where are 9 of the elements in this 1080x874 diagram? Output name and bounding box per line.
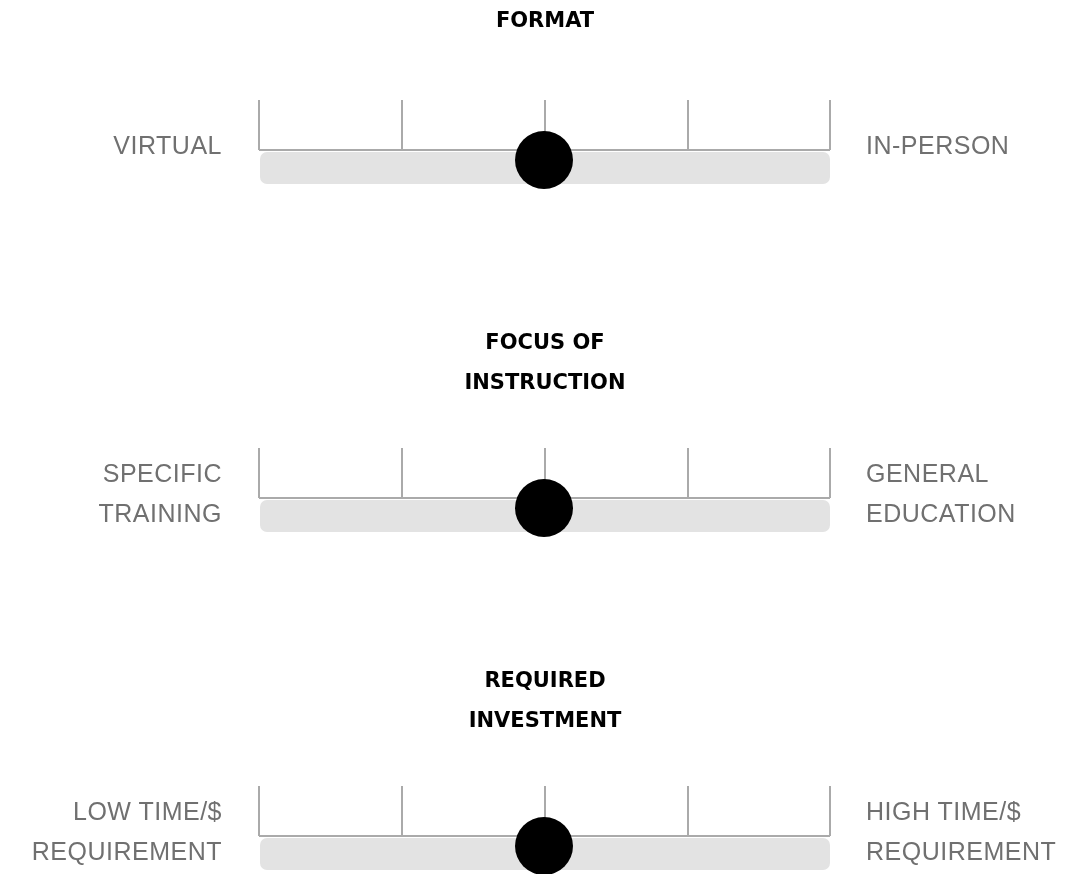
scale-heading: FORMAT	[494, 7, 596, 34]
scale-end-label: SPECIFIC TRAINING	[97, 458, 222, 529]
scale-end-label: IN-PERSON	[866, 130, 1011, 161]
scale-end-label: LOW TIME/$ REQUIREMENT	[30, 796, 222, 867]
scale-heading: REQUIRED INVESTMENT	[467, 667, 623, 734]
scale-end-label: HIGH TIME/$ REQUIREMENT	[866, 796, 1058, 867]
scale-end-label: VIRTUAL	[112, 130, 222, 161]
scale-heading: FOCUS OF INSTRUCTION	[463, 329, 627, 396]
scale-end-label: GENERAL EDUCATION	[866, 458, 1017, 529]
